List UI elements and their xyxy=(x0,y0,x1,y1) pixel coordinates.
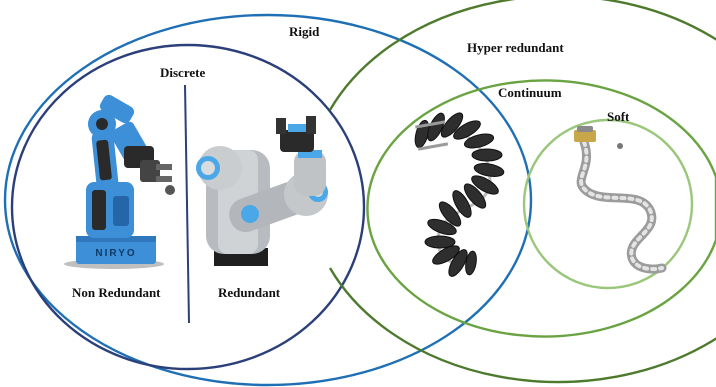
niryo-robot-image: NIRYO xyxy=(64,94,175,269)
rigid-set-ellipse xyxy=(3,13,533,387)
discrete-label: Discrete xyxy=(160,65,206,80)
non-redundant-label: Non Redundant xyxy=(72,285,161,300)
niryo-logo: NIRYO xyxy=(95,248,136,259)
soft-label: Soft xyxy=(607,109,630,124)
snake-robot-image xyxy=(414,112,505,277)
continuum-label: Continuum xyxy=(498,85,562,100)
soft-robot-image xyxy=(574,126,667,274)
redundant-label: Redundant xyxy=(218,285,281,300)
hyper-redundant-label: Hyper redundant xyxy=(467,40,564,55)
continuum-set-ellipse xyxy=(366,79,716,338)
rigid-label: Rigid xyxy=(289,24,320,39)
redundancy-divider xyxy=(184,84,190,324)
hyper-redundant-set-ellipse xyxy=(328,0,716,384)
soft-set-ellipse xyxy=(522,118,694,290)
collaborative-robot-image xyxy=(196,116,328,266)
discrete-set-ellipse xyxy=(10,43,366,371)
